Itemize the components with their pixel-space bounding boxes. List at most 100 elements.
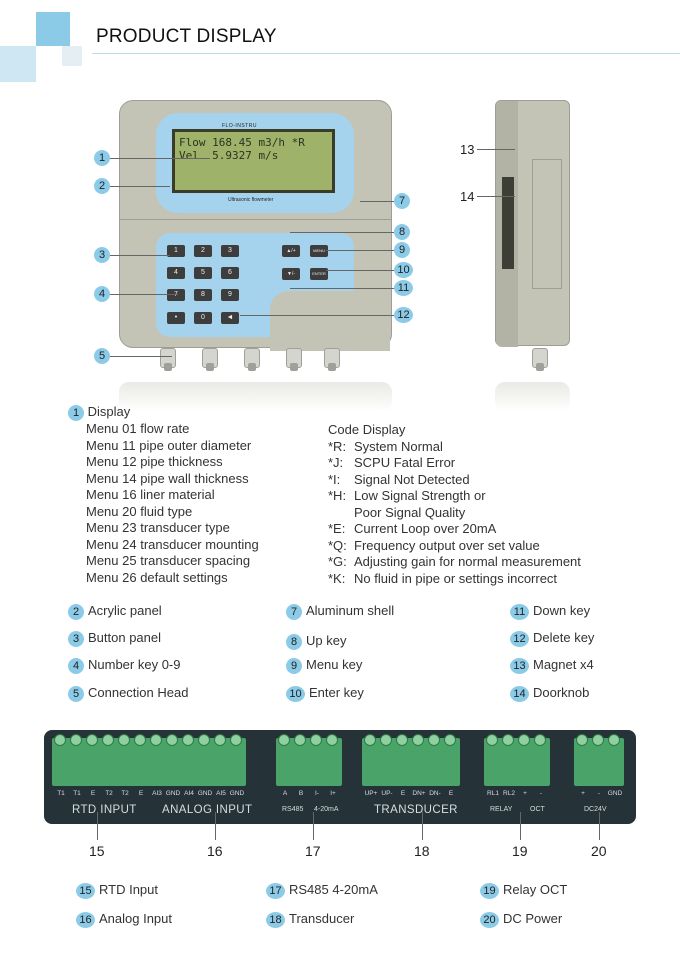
terminal-pin-label: E — [138, 790, 144, 797]
key-0[interactable]: 0 — [194, 312, 212, 324]
terminal-number-20: 20 — [591, 843, 607, 859]
key-delete[interactable]: ◄ — [221, 312, 239, 324]
terminal-screw — [166, 734, 178, 746]
key-5[interactable]: 5 — [194, 267, 212, 279]
key-9[interactable]: 9 — [221, 289, 239, 301]
key-dot[interactable]: • — [167, 312, 185, 324]
terminal-screw — [54, 734, 66, 746]
callout-11: 11 — [290, 280, 413, 296]
key-menu[interactable]: MENU — [310, 245, 328, 257]
terminal-pin-label: AI5 — [216, 790, 226, 797]
code-row: *G:Adjusting gain for normal measurement — [328, 554, 581, 569]
device-reflection — [495, 382, 570, 412]
button-panel-cutout — [270, 291, 390, 351]
connection-head — [532, 348, 548, 371]
terminal-screw — [396, 734, 408, 746]
terminal-pin-label: AI3 — [152, 790, 162, 797]
key-down[interactable]: ▼/- — [282, 268, 300, 280]
terminal-block-transducer — [362, 738, 460, 786]
terminal-screw — [576, 734, 588, 746]
header-decor-square — [0, 46, 36, 82]
callout-5: 5 — [94, 348, 172, 364]
group-label-rtd: RTD INPUT — [72, 804, 137, 816]
terminal-screw — [534, 734, 546, 746]
leader-line — [313, 812, 314, 840]
key-enter[interactable]: ENTER — [310, 268, 328, 280]
code-display-heading: Code Display — [328, 422, 406, 437]
key-1[interactable]: 1 — [167, 245, 185, 257]
device-subtitle: Ultrasonic flowmeter — [228, 197, 274, 203]
terminal-pin-label: + — [581, 790, 585, 797]
side-housing-edge — [532, 159, 562, 289]
terminal-pin-label: B — [298, 790, 304, 797]
connection-head — [286, 348, 302, 371]
key-6[interactable]: 6 — [221, 267, 239, 279]
terminal-screw — [198, 734, 210, 746]
terminal-pin-label: AI4 — [184, 790, 194, 797]
code-row: *J:SCPU Fatal Error — [328, 455, 456, 470]
group-label-transducer: TRANSDUCER — [374, 804, 458, 816]
callout-1: 1 — [94, 150, 210, 166]
terminal-pin-label: GND — [229, 790, 245, 797]
code-row: *E:Current Loop over 20mA — [328, 521, 497, 536]
terminal-screw — [310, 734, 322, 746]
terminal-pin-label: UP+ — [364, 790, 378, 797]
key-4[interactable]: 4 — [167, 267, 185, 279]
key-2[interactable]: 2 — [194, 245, 212, 257]
device-reflection — [119, 382, 392, 412]
terminal-screw — [134, 734, 146, 746]
display-menu-list: Menu 01 flow rate Menu 11 pipe outer dia… — [86, 421, 259, 586]
connection-head — [244, 348, 260, 371]
terminal-screw — [502, 734, 514, 746]
terminal-pin-label: E — [400, 790, 406, 797]
terminal-screw — [364, 734, 376, 746]
code-row: *Q:Frequency output over set value — [328, 537, 540, 553]
group-label-loop: 4-20mA — [314, 806, 339, 813]
key-3[interactable]: 3 — [221, 245, 239, 257]
header-decor-square — [36, 12, 70, 46]
terminal-pin-label: RL1 — [487, 790, 499, 797]
callout-3: 3 — [94, 247, 170, 263]
group-label-analog: ANALOG INPUT — [162, 804, 253, 816]
callout-2: 2 — [94, 178, 170, 194]
terminal-number-19: 19 — [512, 843, 528, 859]
connection-head — [202, 348, 218, 371]
terminal-pin-label: I- — [315, 790, 319, 797]
header-decor-square — [62, 46, 82, 66]
callout-14: 14 — [460, 189, 516, 204]
terminal-screw — [150, 734, 162, 746]
terminal-pin-label: DN+ — [412, 790, 426, 797]
key-7[interactable]: 7 — [167, 289, 185, 301]
terminal-screw — [214, 734, 226, 746]
code-row: Poor Signal Quality — [354, 504, 466, 520]
leader-line — [599, 812, 600, 840]
terminal-screw — [102, 734, 114, 746]
terminal-screw — [518, 734, 530, 746]
terminal-pin-label: T1 — [57, 790, 65, 797]
terminal-number-16: 16 — [207, 843, 223, 859]
list-item: Menu 26 default settings — [86, 569, 228, 585]
group-label-relay: RELAY — [490, 806, 513, 813]
terminal-screw — [326, 734, 338, 746]
terminal-pin-label: T2 — [121, 790, 129, 797]
key-8[interactable]: 8 — [194, 289, 212, 301]
terminal-screw — [70, 734, 82, 746]
terminal-pin-label: E — [448, 790, 454, 797]
terminal-block-rtd — [52, 738, 150, 786]
group-label-dc: DC24V — [584, 806, 607, 813]
terminal-screw — [118, 734, 130, 746]
terminal-block-relay — [484, 738, 550, 786]
connection-head — [324, 348, 340, 371]
list-item: Menu 11 pipe outer diameter — [86, 437, 252, 453]
leader-line — [422, 812, 423, 840]
key-up[interactable]: ▲/+ — [282, 245, 300, 257]
list-item: Menu 01 flow rate — [86, 421, 190, 436]
